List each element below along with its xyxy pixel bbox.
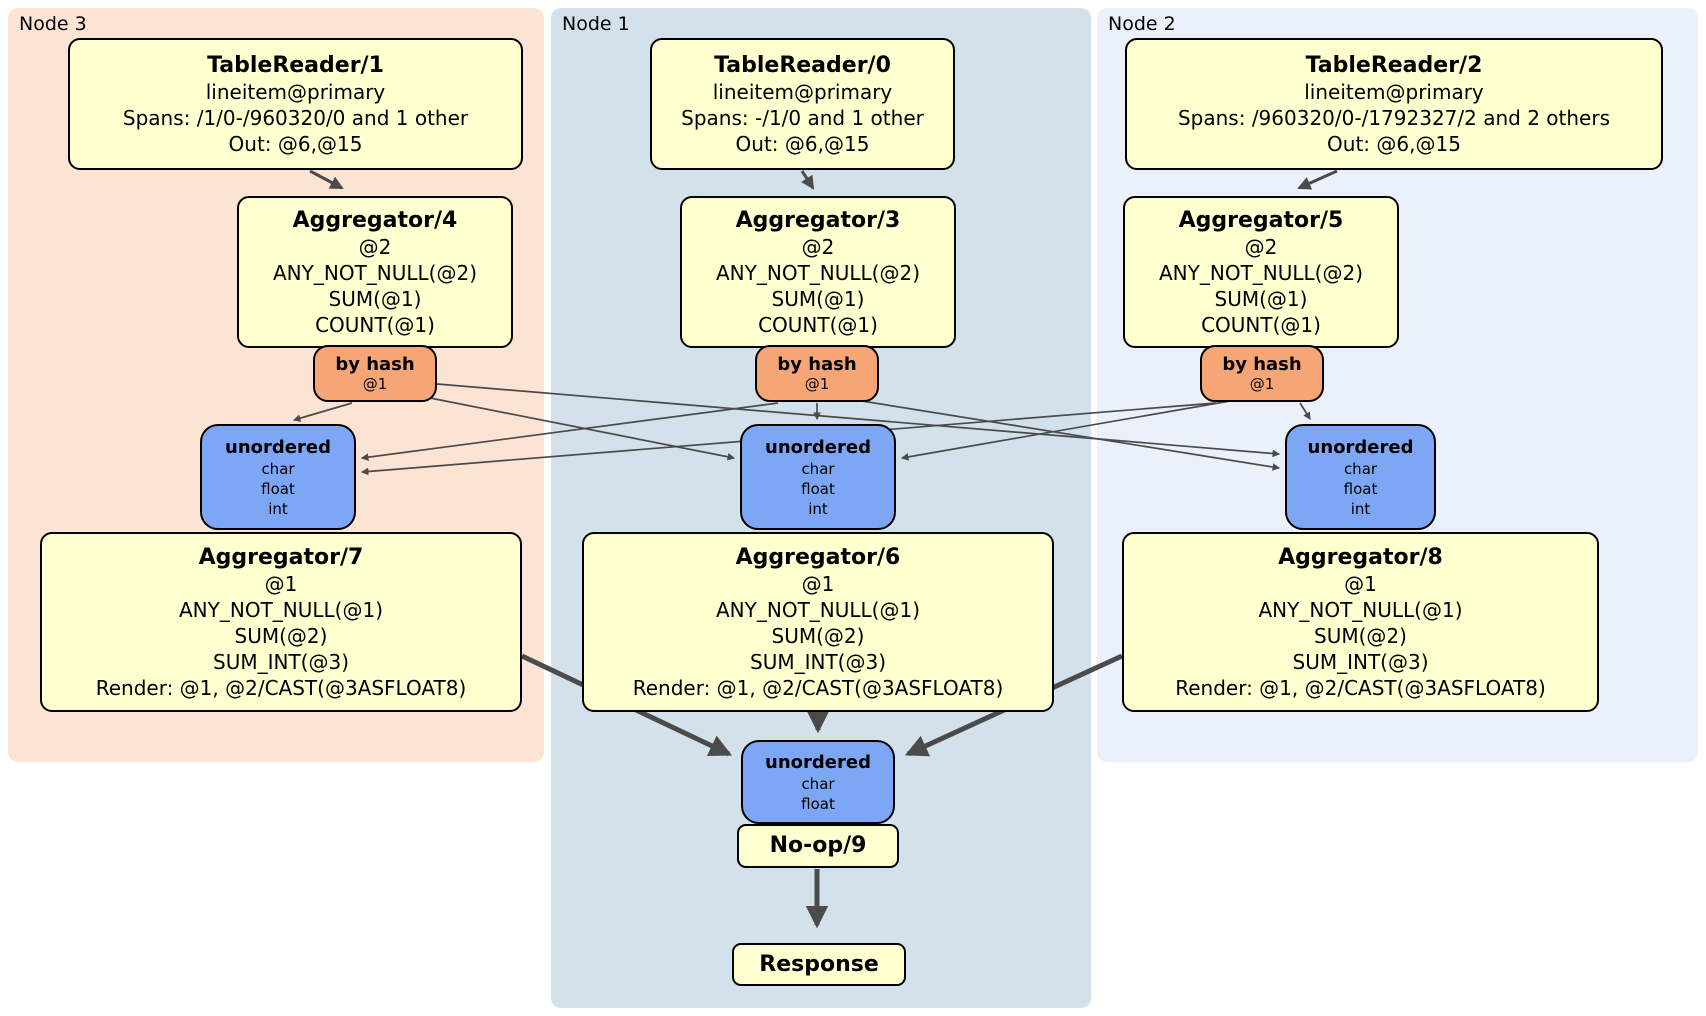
aggregator-7-fn3: SUM_INT(@3) (213, 649, 349, 674)
aggregator-8-groupcols: @1 (1344, 571, 1377, 596)
hash-router-node1-cols: @1 (804, 375, 830, 393)
aggregator-3-fn2: SUM(@1) (771, 286, 865, 311)
response-title: Response (759, 951, 879, 977)
unordered-sync-node1-col1: char (801, 459, 835, 478)
hash-router-node3-label: by hash (335, 354, 415, 375)
hash-router-node3-cols: @1 (362, 375, 388, 393)
aggregator-5-fn1: ANY_NOT_NULL(@2) (1159, 260, 1363, 285)
aggregator-5-title: Aggregator/5 (1178, 207, 1344, 233)
tablereader-0-index: lineitem@primary (712, 79, 893, 104)
aggregator-8-render: Render: @1, @2/CAST(@3ASFLOAT8) (1175, 675, 1546, 700)
aggregator-4-groupcols: @2 (358, 234, 392, 259)
aggregator-7-fn1: ANY_NOT_NULL(@1) (179, 597, 383, 622)
unordered-sync-final-col2: float (801, 794, 835, 813)
tablereader-1-node: TableReader/1 lineitem@primary Spans: /1… (68, 38, 523, 170)
aggregator-3-fn1: ANY_NOT_NULL(@2) (716, 260, 920, 285)
unordered-sync-node2-label: unordered (1307, 436, 1414, 458)
aggregator-4-fn3: COUNT(@1) (315, 312, 435, 337)
aggregator-8-title: Aggregator/8 (1278, 544, 1443, 570)
unordered-sync-node3-col2: float (261, 479, 295, 498)
unordered-sync-node3: unordered char float int (200, 424, 356, 530)
tablereader-1-out: Out: @6,@15 (228, 131, 363, 156)
aggregator-6-title: Aggregator/6 (735, 544, 901, 570)
aggregator-8-fn3: SUM_INT(@3) (1292, 649, 1429, 674)
unordered-sync-node2: unordered char float int (1285, 424, 1436, 530)
tablereader-2-index: lineitem@primary (1304, 79, 1484, 104)
aggregator-6-fn2: SUM(@2) (771, 623, 865, 648)
noop-9-title: No-op/9 (769, 833, 867, 858)
aggregator-4-node: Aggregator/4 @2 ANY_NOT_NULL(@2) SUM(@1)… (237, 196, 513, 348)
aggregator-3-node: Aggregator/3 @2 ANY_NOT_NULL(@2) SUM(@1)… (680, 196, 956, 348)
aggregator-8-fn2: SUM(@2) (1314, 623, 1407, 648)
tablereader-1-index: lineitem@primary (205, 79, 386, 104)
response-node: Response (732, 943, 906, 986)
node-3-label: Node 3 (19, 13, 87, 35)
tablereader-2-title: TableReader/2 (1305, 52, 1483, 78)
aggregator-5-node: Aggregator/5 @2 ANY_NOT_NULL(@2) SUM(@1)… (1123, 196, 1399, 348)
aggregator-5-fn3: COUNT(@1) (1201, 312, 1321, 337)
hash-router-node2-label: by hash (1222, 354, 1302, 375)
unordered-sync-node2-col2: float (1343, 479, 1378, 498)
tablereader-0-node: TableReader/0 lineitem@primary Spans: -/… (650, 38, 955, 170)
hash-router-node2: by hash @1 (1200, 345, 1324, 402)
hash-router-node1: by hash @1 (755, 345, 879, 402)
unordered-sync-node1-col2: float (801, 479, 835, 498)
aggregator-7-node: Aggregator/7 @1 ANY_NOT_NULL(@1) SUM(@2)… (40, 532, 522, 712)
tablereader-2-node: TableReader/2 lineitem@primary Spans: /9… (1125, 38, 1663, 170)
node-2-label: Node 2 (1108, 13, 1176, 35)
unordered-sync-node1-label: unordered (765, 436, 871, 458)
aggregator-7-groupcols: @1 (264, 571, 298, 596)
unordered-sync-final-label: unordered (765, 751, 871, 773)
unordered-sync-final-col1: char (801, 774, 835, 793)
unordered-sync-node3-col3: int (268, 499, 288, 518)
hash-router-node3: by hash @1 (313, 345, 437, 402)
aggregator-7-title: Aggregator/7 (198, 544, 364, 570)
tablereader-1-spans: Spans: /1/0-/960320/0 and 1 other (122, 105, 469, 130)
hash-router-node2-cols: @1 (1249, 375, 1275, 393)
tablereader-0-spans: Spans: -/1/0 and 1 other (681, 105, 924, 130)
aggregator-6-render: Render: @1, @2/CAST(@3ASFLOAT8) (632, 675, 1004, 700)
tablereader-0-out: Out: @6,@15 (735, 131, 870, 156)
aggregator-4-fn1: ANY_NOT_NULL(@2) (273, 260, 477, 285)
aggregator-4-fn2: SUM(@1) (328, 286, 422, 311)
aggregator-6-fn1: ANY_NOT_NULL(@1) (716, 597, 920, 622)
noop-9-node: No-op/9 (737, 824, 899, 868)
unordered-sync-node3-label: unordered (225, 436, 331, 458)
aggregator-6-groupcols: @1 (801, 571, 835, 596)
tablereader-2-spans: Spans: /960320/0-/1792327/2 and 2 others (1177, 105, 1610, 130)
unordered-sync-node1: unordered char float int (740, 424, 896, 530)
aggregator-6-node: Aggregator/6 @1 ANY_NOT_NULL(@1) SUM(@2)… (582, 532, 1054, 712)
unordered-sync-node1-col3: int (808, 499, 828, 518)
unordered-sync-final: unordered char float (741, 740, 895, 824)
unordered-sync-node3-col1: char (261, 459, 295, 478)
unordered-sync-node2-col3: int (1350, 499, 1371, 518)
aggregator-5-groupcols: @2 (1244, 234, 1278, 259)
node-1-label: Node 1 (562, 13, 630, 35)
aggregator-8-node: Aggregator/8 @1 ANY_NOT_NULL(@1) SUM(@2)… (1122, 532, 1599, 712)
aggregator-7-render: Render: @1, @2/CAST(@3ASFLOAT8) (95, 675, 467, 700)
aggregator-4-title: Aggregator/4 (292, 207, 458, 233)
hash-router-node1-label: by hash (777, 354, 857, 375)
aggregator-3-title: Aggregator/3 (735, 207, 901, 233)
aggregator-7-fn2: SUM(@2) (234, 623, 328, 648)
unordered-sync-node2-col1: char (1343, 459, 1378, 478)
aggregator-3-groupcols: @2 (801, 234, 835, 259)
aggregator-5-fn2: SUM(@1) (1214, 286, 1308, 311)
aggregator-8-fn1: ANY_NOT_NULL(@1) (1258, 597, 1463, 622)
tablereader-1-title: TableReader/1 (207, 52, 384, 78)
tablereader-0-title: TableReader/0 (714, 52, 891, 78)
aggregator-3-fn3: COUNT(@1) (758, 312, 878, 337)
aggregator-6-fn3: SUM_INT(@3) (750, 649, 886, 674)
tablereader-2-out: Out: @6,@15 (1327, 131, 1461, 156)
